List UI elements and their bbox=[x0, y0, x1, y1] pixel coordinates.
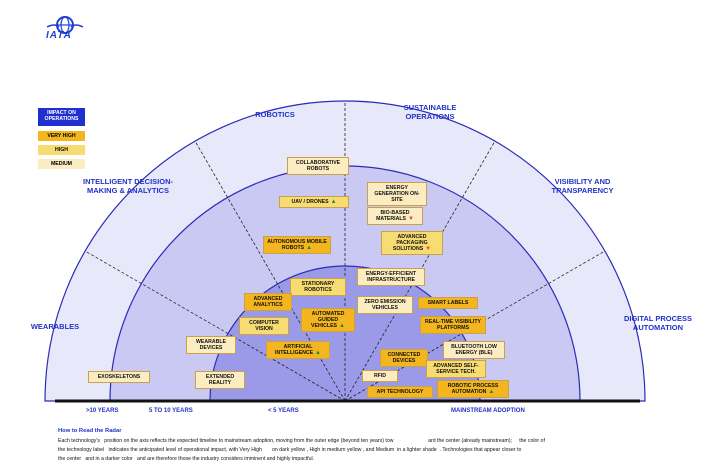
arrow-up-icon: ▲ bbox=[488, 389, 495, 395]
tech-realtime-visibility-platforms: REAL-TIME VISIBILITY PLATFORMS bbox=[420, 316, 486, 334]
arrow-up-icon: ▲ bbox=[306, 245, 313, 251]
category-visibility-transparency: VISIBILITY AND TRANSPARENCY bbox=[551, 177, 614, 195]
tech-wearable-devices: WEARABLE DEVICES bbox=[186, 336, 236, 354]
category-robotics: ROBOTICS bbox=[255, 110, 295, 119]
category-digital-process-automation: DIGITAL PROCESS AUTOMATION bbox=[623, 314, 693, 332]
tech-api-technology: API TECHNOLOGY bbox=[367, 386, 433, 398]
tech-stationary-robotics: STATIONARY ROBOTICS bbox=[290, 278, 346, 296]
tech-energy-efficient-infrastructure: ENERGY-EFFICIENT INFRASTRUCTURE bbox=[357, 268, 425, 286]
axis-label-gt-10-years: >10 YEARS bbox=[86, 408, 119, 414]
iata-globe-logo-icon bbox=[46, 16, 84, 34]
tech-bluetooth-low-energy: BLUETOOTH LOW ENERGY (BLE) bbox=[443, 341, 505, 359]
axis-label-lt-5-years: < 5 YEARS bbox=[268, 408, 299, 414]
arrow-down-icon: ▼ bbox=[425, 246, 432, 252]
footnote-line-2: the technology label indicates the antic… bbox=[58, 447, 522, 453]
how-to-read-title: How to Read the Radar bbox=[58, 428, 122, 434]
tech-exoskeletons: EXOSKELETONS bbox=[88, 371, 150, 383]
legend-medium: MEDIUM bbox=[38, 159, 85, 169]
tech-automated-guided-vehicles: AUTOMATED GUIDED VEHICLES▲ bbox=[301, 308, 355, 332]
tech-extended-reality: EXTENDED REALITY bbox=[195, 371, 245, 389]
tech-robotic-process-automation: ROBOTIC PROCESS AUTOMATION▲ bbox=[437, 380, 509, 398]
arrow-up-icon: ▲ bbox=[330, 199, 337, 205]
tech-autonomous-mobile-robots: AUTONOMOUS MOBILE ROBOTS▲ bbox=[263, 236, 331, 254]
legend-high: HIGH bbox=[38, 145, 85, 155]
tech-rfid: RFID bbox=[362, 370, 398, 382]
logo-text: IATA bbox=[46, 30, 72, 41]
tech-advanced-analytics: ADVANCED ANALYTICS bbox=[244, 293, 292, 311]
axis-label-mainstream-adoption: MAINSTREAM ADOPTION bbox=[451, 408, 525, 414]
tech-advanced-packaging: ADVANCED PACKAGING SOLUTIONS▼ bbox=[381, 231, 443, 255]
axis-label-5-to-10-years: 5 TO 10 YEARS bbox=[149, 408, 193, 414]
arrow-up-icon: ▲ bbox=[339, 323, 345, 329]
footnote-line-3: the center and in a darker color and are… bbox=[58, 456, 315, 462]
arrow-up-icon: ▲ bbox=[315, 350, 321, 356]
tech-smart-labels: SMART LABELS bbox=[418, 297, 478, 309]
tech-connected-devices: CONNECTED DEVICES bbox=[380, 349, 428, 367]
category-sustainable-operations: SUSTAINABLE OPERATIONS bbox=[403, 103, 457, 121]
category-wearables: WEARABLES bbox=[30, 322, 80, 331]
tech-zero-emission-vehicles: ZERO EMISSION VEHICLES bbox=[357, 296, 413, 314]
tech-artificial-intelligence: ARTIFICIAL INTELLIGENCE▲ bbox=[266, 341, 330, 359]
tech-energy-generation: ENERGY GENERATION ON-SITE bbox=[367, 182, 427, 206]
tech-computer-vision: COMPUTER VISION bbox=[239, 317, 289, 335]
tech-collaborative-robots: COLLABORATIVE ROBOTS bbox=[287, 157, 349, 175]
legend-title: IMPACT ON OPERATIONS bbox=[38, 108, 85, 126]
tech-advanced-self-service: ADVANCED SELF-SERVICE TECH. bbox=[426, 360, 486, 378]
category-intelligent-decision-making: INTELLIGENT DECISION-MAKING & ANALYTICS bbox=[83, 177, 173, 195]
legend-very-high: VERY HIGH bbox=[38, 131, 85, 141]
tech-uav-drones: UAV / DRONES▲ bbox=[279, 196, 349, 208]
footnote-line-1: Each technology's position on the axis r… bbox=[58, 438, 545, 444]
tech-bio-based-materials: BIO-BASED MATERIALS▼ bbox=[367, 207, 423, 225]
arrow-down-icon: ▼ bbox=[407, 216, 414, 222]
